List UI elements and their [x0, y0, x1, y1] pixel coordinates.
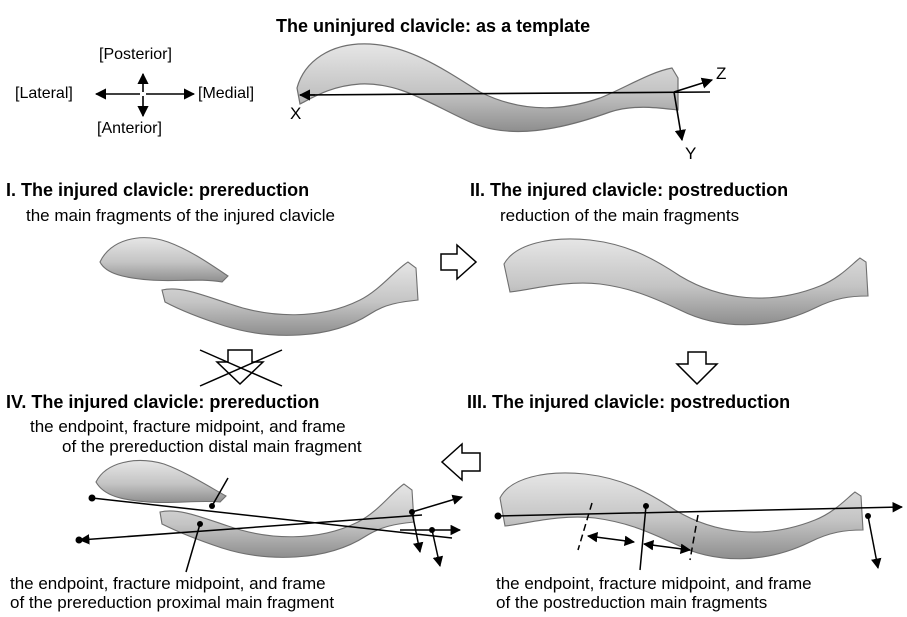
axis-label-x: X: [290, 104, 301, 124]
postreduction-endpoint: [495, 513, 502, 520]
postreduction-frame-origin: [865, 513, 871, 519]
postreduction-fracture-midpoint: [643, 503, 649, 509]
arrow-panel1-to-panel2: [441, 245, 476, 279]
orientation-posterior: [Posterior]: [99, 46, 172, 64]
uninjured-clavicle: [297, 44, 712, 140]
panel-2-bone: [504, 239, 868, 325]
panel-3-bone: [500, 473, 863, 559]
panel-4-distal-fragment: [96, 461, 226, 503]
panel-4-caption-line2: of the prereduction proximal main fragme…: [10, 594, 334, 612]
distal-frame-origin: [429, 527, 435, 533]
panel-4-subtitle-line2: of the prereduction distal main fragment: [62, 437, 362, 457]
postreduction-y-arrow: [868, 516, 878, 568]
top-title: The uninjured clavicle: as a template: [276, 16, 590, 37]
offset-arrow-1: [588, 536, 634, 542]
orientation-lateral: [Lateral]: [15, 85, 73, 103]
proximal-frame-origin: [409, 509, 415, 515]
panel-4-caption-line1: the endpoint, fracture midpoint, and fra…: [10, 575, 326, 593]
arrow-panel3-to-panel4: [442, 444, 480, 480]
proximal-endpoint: [76, 537, 83, 544]
panel-1-title: I. The injured clavicle: prereduction: [6, 180, 309, 201]
proximal-z-arrow: [412, 497, 462, 512]
axis-label-z: Z: [716, 64, 726, 84]
proximal-fracture-midpoint: [197, 521, 203, 527]
panel-3-caption-line1: the endpoint, fracture midpoint, and fra…: [496, 575, 812, 593]
distal-fracture-midpoint: [209, 503, 215, 509]
panel-2-clavicle: [504, 239, 868, 325]
orientation-medial: [Medial]: [198, 85, 254, 103]
proximal-y-arrow: [412, 512, 420, 552]
panel-3-caption-line2: of the postreduction main fragments: [496, 594, 767, 612]
panel-2-title: II. The injured clavicle: postreduction: [470, 180, 788, 201]
panel-4-title: IV. The injured clavicle: prereduction: [6, 392, 319, 413]
orientation-anterior: [Anterior]: [97, 120, 162, 138]
panel-1-bone: [100, 238, 418, 336]
panel-3-clavicle: [500, 473, 863, 559]
distal-y-arrow: [432, 530, 440, 566]
distal-endpoint: [89, 495, 96, 502]
panel-1-subtitle: the main fragments of the injured clavic…: [26, 206, 335, 226]
z-axis-arrow: [674, 80, 712, 92]
panel-3-title: III. The injured clavicle: postreduction: [467, 392, 790, 413]
crossed-arrow: [200, 350, 282, 386]
axis-label-y: Y: [685, 144, 696, 164]
orientation-cross: [96, 74, 194, 116]
panel-4-subtitle-line1: the endpoint, fracture midpoint, and fra…: [30, 417, 346, 437]
arrow-panel2-to-panel3: [677, 352, 717, 384]
panel-2-subtitle: reduction of the main fragments: [500, 206, 739, 226]
uninjured-clavicle-bone: [297, 44, 678, 132]
panel-4-bone: [96, 461, 414, 558]
panel-1-distal-fragment: [100, 238, 228, 282]
